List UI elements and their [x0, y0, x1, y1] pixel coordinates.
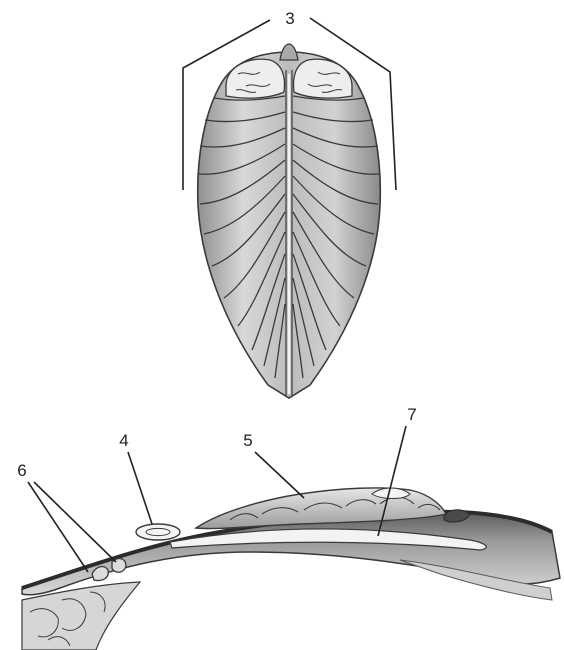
label-4: 4: [119, 431, 128, 450]
shell-specimen: [198, 44, 381, 398]
label-5: 5: [243, 431, 252, 450]
label-7: 7: [407, 405, 416, 424]
cross-section-specimen: [22, 488, 560, 650]
oval-body: [136, 524, 180, 540]
label-3: 3: [285, 9, 294, 28]
label-6: 6: [17, 461, 26, 480]
